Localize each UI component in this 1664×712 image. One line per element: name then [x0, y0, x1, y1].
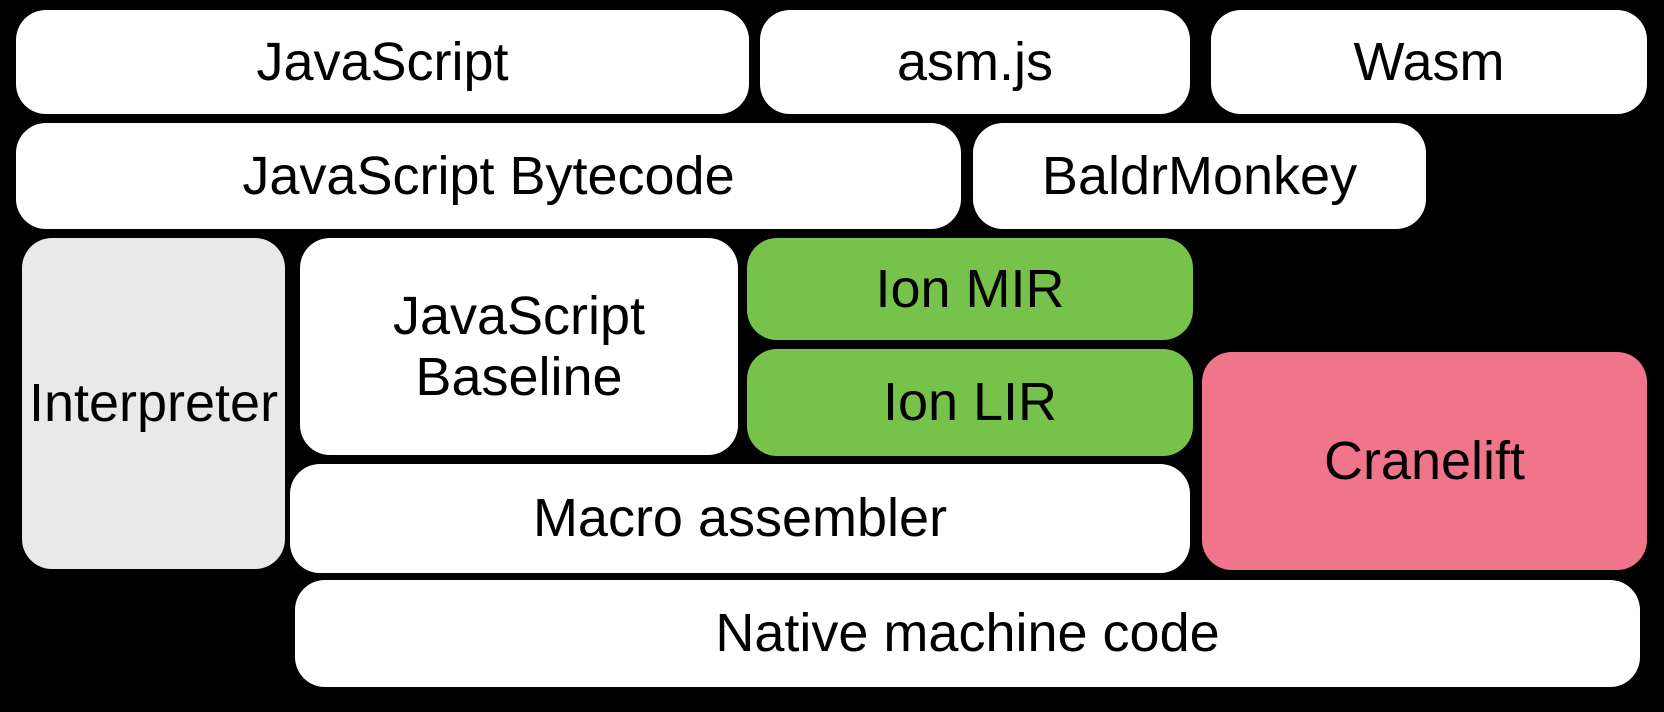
node-cranelift: Cranelift: [1202, 352, 1647, 570]
node-macro-assembler-label: Macro assembler: [532, 488, 948, 549]
node-native-machine-code: Native machine code: [295, 580, 1640, 687]
node-asm-js: asm.js: [760, 10, 1190, 114]
node-ion-lir-label: Ion LIR: [882, 372, 1058, 433]
node-javascript-bytecode: JavaScript Bytecode: [16, 123, 961, 229]
node-interpreter-label: Interpreter: [28, 373, 279, 434]
node-baldrmonkey: BaldrMonkey: [973, 123, 1426, 229]
node-javascript-baseline-label: JavaScript Baseline: [392, 286, 646, 407]
node-asm-js-label: asm.js: [896, 31, 1053, 92]
node-wasm: Wasm: [1211, 10, 1647, 114]
node-javascript: JavaScript: [16, 10, 749, 114]
node-javascript-baseline: JavaScript Baseline: [300, 238, 738, 455]
node-macro-assembler: Macro assembler: [290, 464, 1190, 573]
node-ion-mir: Ion MIR: [747, 238, 1193, 340]
node-javascript-bytecode-label: JavaScript Bytecode: [242, 145, 735, 206]
node-cranelift-label: Cranelift: [1323, 430, 1526, 491]
node-baldrmonkey-label: BaldrMonkey: [1041, 145, 1358, 206]
node-interpreter: Interpreter: [22, 238, 285, 569]
node-native-machine-code-label: Native machine code: [715, 603, 1220, 664]
node-ion-lir: Ion LIR: [747, 349, 1193, 456]
node-javascript-label: JavaScript: [256, 31, 509, 92]
node-ion-mir-label: Ion MIR: [875, 258, 1065, 319]
node-wasm-label: Wasm: [1353, 31, 1505, 92]
